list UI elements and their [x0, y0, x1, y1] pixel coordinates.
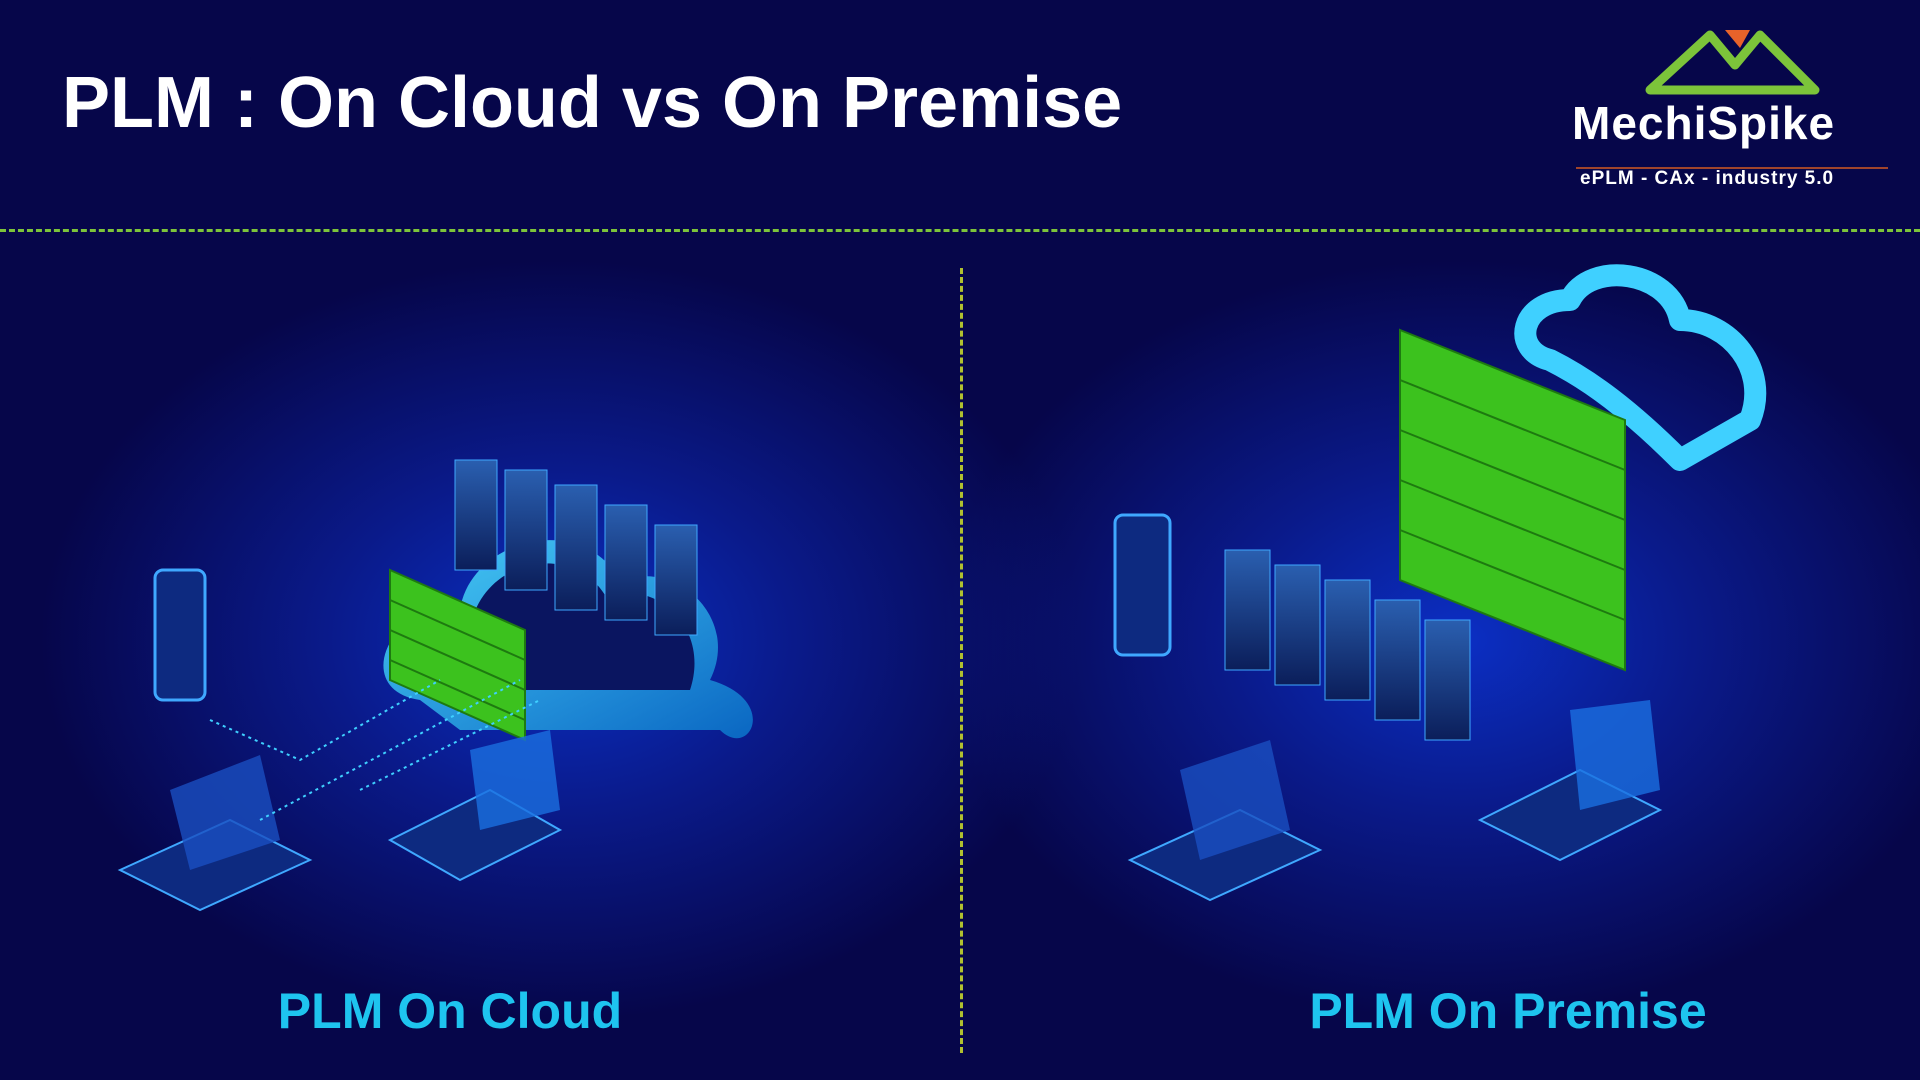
premise-panel-label: PLM On Premise [1309, 983, 1707, 1039]
cloud-illustration [117, 459, 753, 912]
premise-illustration [1113, 264, 1767, 902]
server-rack-icons [454, 459, 698, 636]
cloud-panel-label: PLM On Cloud [277, 983, 623, 1039]
laptop-icon [1477, 700, 1663, 862]
laptop-icon [387, 730, 563, 882]
cloud-icon [1514, 264, 1767, 471]
panel-divider [960, 268, 963, 1053]
laptop-icon [1127, 740, 1323, 902]
server-rack-icons [1224, 549, 1471, 741]
logo-tagline: ePLM - CAx - industry 5.0 [1580, 168, 1835, 189]
firewall-icon [1399, 328, 1626, 672]
logo-rule [1576, 167, 1888, 169]
page-title: PLM : On Cloud vs On Premise [62, 63, 1123, 143]
smartphone-icon [153, 568, 207, 702]
header-divider [0, 229, 1920, 232]
logo-mountain-icon [1645, 30, 1820, 95]
laptop-icon [117, 755, 313, 912]
smartphone-icon [1113, 513, 1172, 657]
logo-wordmark: MechiSpike [1572, 97, 1836, 149]
logo: MechiSpike ePLM - CAx - industry 5.0 [1560, 20, 1900, 189]
